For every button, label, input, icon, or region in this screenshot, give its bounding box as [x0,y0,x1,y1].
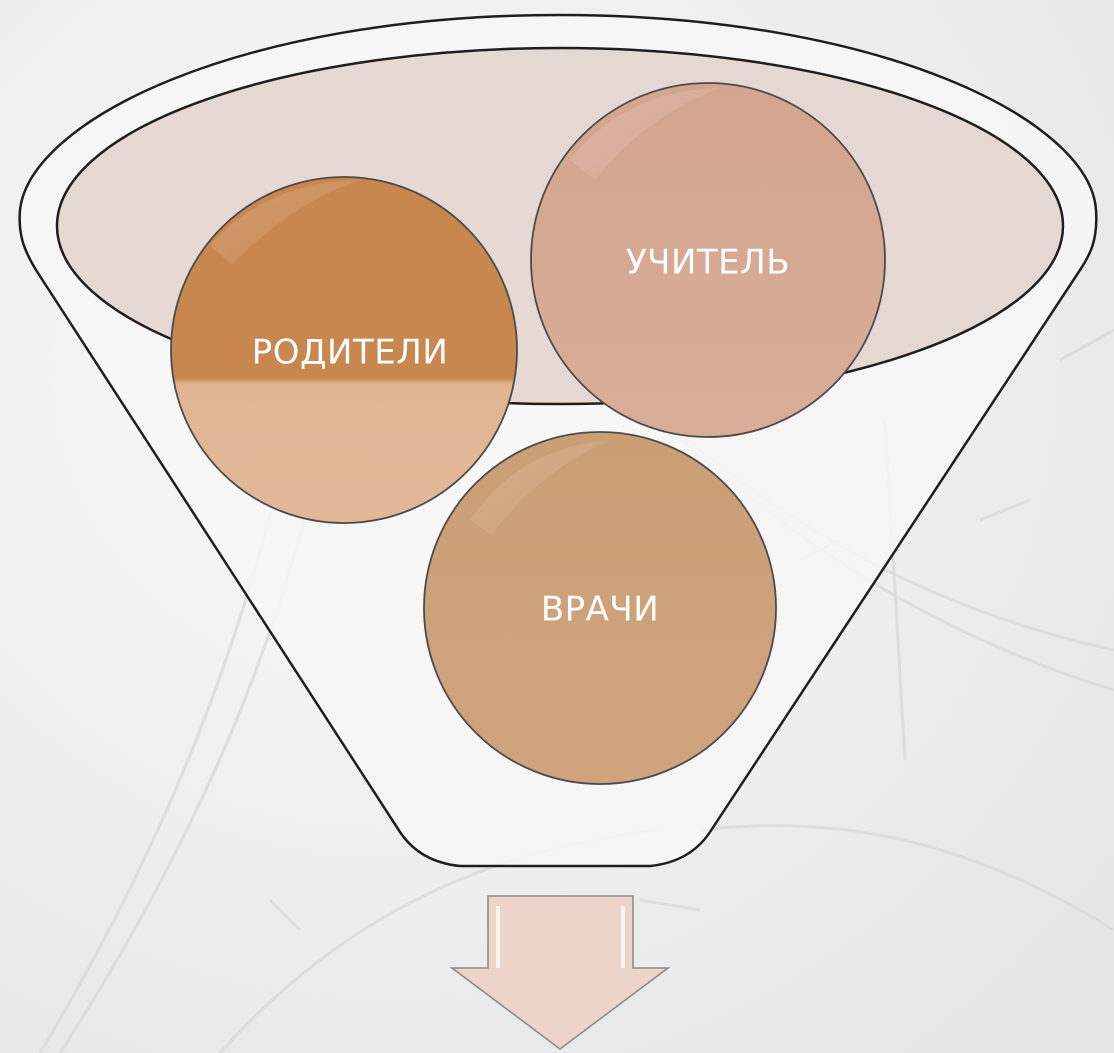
down-arrow-shape [449,895,671,1050]
circle-doctors-shape [423,431,777,785]
circle-doctors-label: ВРАЧИ [541,590,659,630]
circle-parents: РОДИТЕЛИ [170,176,518,524]
circle-doctors: ВРАЧИ [423,431,777,785]
circle-doctors-gloss [470,440,610,535]
down-arrow-inner-lines [496,906,625,968]
circle-teacher-label: УЧИТЕЛЬ [626,243,790,283]
circle-parents-gloss [210,180,360,265]
circle-teacher: УЧИТЕЛЬ [530,82,886,438]
circle-parents-shape [170,176,518,524]
circle-teacher-shape [530,82,886,438]
circle-teacher-gloss [570,88,720,180]
circle-parents-label: РОДИТЕЛИ [252,333,449,373]
down-arrow [449,895,671,1050]
